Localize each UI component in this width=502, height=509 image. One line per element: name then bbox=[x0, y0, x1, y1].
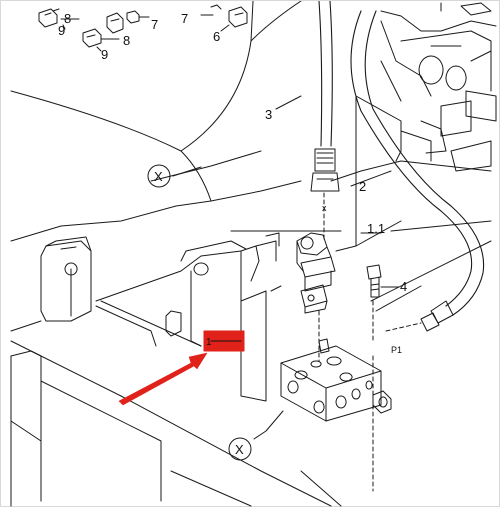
highlight-arrow bbox=[118, 352, 208, 406]
hose-3 bbox=[310, 1, 340, 192]
callout-4: 4 bbox=[400, 279, 407, 294]
callout-7a: 7 bbox=[151, 17, 158, 32]
upper-right-machinery bbox=[380, 2, 497, 172]
section-marker-x-bottom bbox=[228, 437, 252, 461]
callout-6: 6 bbox=[213, 29, 220, 44]
section-x-bottom-label: X bbox=[235, 442, 244, 457]
valve-block bbox=[280, 345, 392, 422]
section-marker-x-top bbox=[147, 164, 171, 188]
callout-leaders bbox=[60, 14, 400, 440]
callout-9b: 9 bbox=[101, 47, 108, 62]
chassis-outline bbox=[10, 150, 492, 507]
bolt-4 bbox=[366, 264, 382, 298]
callout-8a: 8 bbox=[64, 11, 71, 26]
port-p1-label: P1 bbox=[391, 345, 402, 355]
callout-1: 1 bbox=[206, 337, 212, 348]
axis-x-label: x bbox=[322, 203, 327, 213]
callout-3: 3 bbox=[265, 107, 272, 122]
valve-holder-1-1 bbox=[296, 232, 336, 314]
callout-8b: 8 bbox=[123, 33, 130, 48]
callout-9a: 9 bbox=[58, 23, 65, 38]
valve-mount-frame bbox=[240, 285, 282, 402]
hose-2 bbox=[350, 10, 485, 332]
highlight-box bbox=[203, 330, 245, 352]
section-x-top-label: X bbox=[154, 169, 163, 184]
callout-7b: 7 bbox=[181, 11, 188, 26]
curved-panel bbox=[10, 1, 302, 202]
assembly-dashed-lines bbox=[318, 192, 422, 492]
connector-fitting bbox=[318, 338, 330, 354]
callout-1-1: 1.1 bbox=[367, 221, 385, 236]
mount-bracket bbox=[40, 232, 280, 347]
fittings-group bbox=[38, 4, 248, 48]
callout-2: 2 bbox=[359, 179, 366, 194]
